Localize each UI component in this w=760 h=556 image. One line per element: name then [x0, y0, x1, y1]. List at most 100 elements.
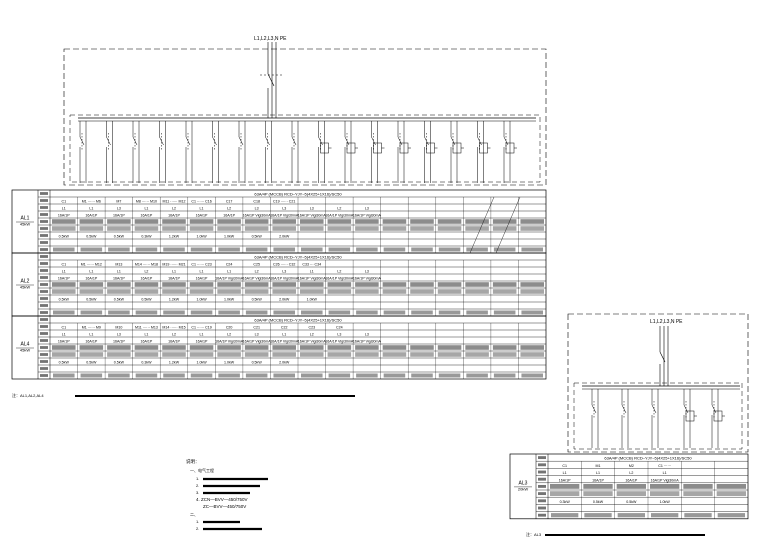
circuit-id-cell: C26 ······ C32: [273, 263, 295, 267]
circuit-id-cell: M1 ······ M6: [82, 200, 101, 204]
breaker-spec: 63A/4P (MCCB) RCD–YJY–5(4X25+1X16)/SC50: [604, 456, 692, 461]
power-cell: 0.5kW: [59, 361, 70, 365]
breaker-cell: 16A/1P Vigi30mA: [298, 340, 327, 344]
phase-cell: L1: [62, 333, 66, 337]
phase-cell: L1: [144, 207, 148, 211]
power-cell: 1.2kW: [169, 361, 180, 365]
circuit-branch: [212, 121, 219, 183]
circuit-id-cell: C21: [253, 326, 260, 330]
phase-cell: L2: [255, 270, 259, 274]
breaker-cell: 16A/1P: [196, 214, 208, 218]
phase-cell: L1: [596, 471, 600, 475]
breaker-cell: 16A/1P Vigi30mA: [215, 277, 244, 281]
circuit-branch: [79, 121, 87, 183]
note-line-4: 3.: [196, 490, 199, 495]
circuit-branch: [132, 121, 140, 183]
circuit-branch: [477, 121, 491, 183]
breaker-cell: 16A/1P Vigi30mA: [298, 214, 327, 218]
breaker-cell: 16A/1P: [196, 277, 208, 281]
outgoing-circuits: [79, 121, 517, 183]
power-cell: 2.0kW: [279, 235, 290, 239]
note-line-8: 1.: [196, 519, 199, 524]
phase-cell: L2: [172, 333, 176, 337]
phase-cell: L2: [629, 471, 633, 475]
circuit-id-cell: C17: [226, 200, 233, 204]
circuit-id-cell: M11 ······ M13: [135, 326, 158, 330]
circuit-id-cell: C1 ······ C16: [191, 200, 211, 204]
breaker-cell: 16A/1P Vigi30mA: [215, 340, 244, 344]
breaker-cell: 16A/1P: [85, 340, 97, 344]
empty-cells-strike: [469, 196, 521, 254]
power-cell: 0.5kW: [86, 298, 97, 302]
circuit-id-cell: M14 ······ M18: [135, 263, 158, 267]
phase-cell: L1: [62, 270, 66, 274]
circuit-id-cell: M1 ······ M9: [82, 326, 101, 330]
breaker-spec: 63A/4P (MCCB) RCD–YJY–5(4X25+1X16)/SC50: [254, 318, 342, 323]
feeder-label: L1,L2,L3,N PE: [254, 36, 287, 42]
breaker-cell: 16A/1P: [113, 277, 125, 281]
panel-power: 45kW: [20, 285, 30, 290]
circuit-id-cell: C23: [308, 326, 315, 330]
breaker-cell: 16A/1P: [113, 340, 125, 344]
breaker-cell: 16A/1P Vigi30mA: [325, 214, 354, 218]
phase-cell: L2: [144, 270, 148, 274]
power-cell: 1.0kW: [196, 235, 207, 239]
power-cell: 0.5kW: [59, 235, 70, 239]
breaker-cell: 16A/1P Vigi30mA: [353, 214, 382, 218]
phase-cell: L1: [89, 270, 93, 274]
phase-cell: L3: [117, 207, 121, 211]
breaker-cell: 16A/1P Vigi30mA: [270, 214, 299, 218]
circuit-branch: [344, 121, 358, 183]
power-cell: 0.5kW: [252, 298, 263, 302]
note-line-7: 二、: [190, 512, 198, 517]
breaker-cell: 16A/1P Vigi30mA: [651, 478, 680, 482]
circuit-id-cell: C24: [226, 263, 233, 267]
power-cell: 0.3kW: [141, 235, 152, 239]
circuit-id-cell: M11 ······ M12: [163, 200, 186, 204]
note-line-1: 一、电气工程: [190, 467, 214, 473]
circuit-id-cell: C1 ······: [658, 464, 671, 468]
phase-cell: L1: [282, 333, 286, 337]
panel-power: 45kW: [20, 348, 30, 353]
breaker-spec: 63A/4P (MCCB) RCD–YJY–5(4X25+1X16)/SC50: [254, 255, 342, 260]
phase-cell: L3: [117, 333, 121, 337]
circuit-branch: [450, 121, 464, 183]
breaker-spec: 63A/4P (MCCB) RCD–YJY–5(4X25+1X16)/SC50: [254, 192, 342, 197]
breaker-cell: 16A/1P: [113, 214, 125, 218]
circuit-branch: [265, 121, 272, 183]
breaker-cell: 16A/1P Vigi30mA: [243, 340, 272, 344]
feeder-label-small: L1,L2,L3,N PE: [650, 319, 683, 325]
phase-cell: L3: [282, 270, 286, 274]
circuit-id-cell: C1: [61, 263, 66, 267]
power-cell: 1.0kW: [224, 235, 235, 239]
circuit-id-cell: M2: [629, 464, 634, 468]
breaker-cell: 16A/1P: [85, 214, 97, 218]
phase-cell: L1: [227, 270, 231, 274]
panel-power: 20kW: [518, 486, 528, 491]
circuit-branch: [185, 121, 193, 183]
circuit-branch: [371, 121, 385, 183]
main-distribution-enclosure: [63, 48, 547, 186]
breaker-cell: 16A/1P Vigi30mA: [353, 277, 382, 281]
panel-id: AL4: [21, 342, 30, 348]
power-cell: 0.5kW: [114, 298, 125, 302]
circuit-id-cell: M1: [596, 464, 601, 468]
note-line-3: 2.: [196, 483, 199, 488]
circuit-branch: [106, 121, 113, 183]
phase-cell: L3: [282, 207, 286, 211]
breaker-cell: 16A/1P: [85, 277, 97, 281]
circuit-id-cell: C1 ······ C19: [191, 326, 211, 330]
power-cell: 1.2kW: [169, 298, 180, 302]
note-line-6: ZC—BVV—450/750V: [203, 504, 246, 509]
circuit-id-cell: M1 ······ M12: [81, 263, 102, 267]
breaker-cell: 16A/1P Vigi30mA: [243, 214, 272, 218]
breaker-cell: 16A/1P: [168, 340, 180, 344]
circuit-id-cell: C24: [336, 326, 343, 330]
phase-cell: L1: [200, 207, 204, 211]
small-outgoing-circuits: [591, 389, 725, 448]
panel-id: AL2: [21, 279, 30, 285]
power-cell: 2.0kW: [279, 361, 290, 365]
